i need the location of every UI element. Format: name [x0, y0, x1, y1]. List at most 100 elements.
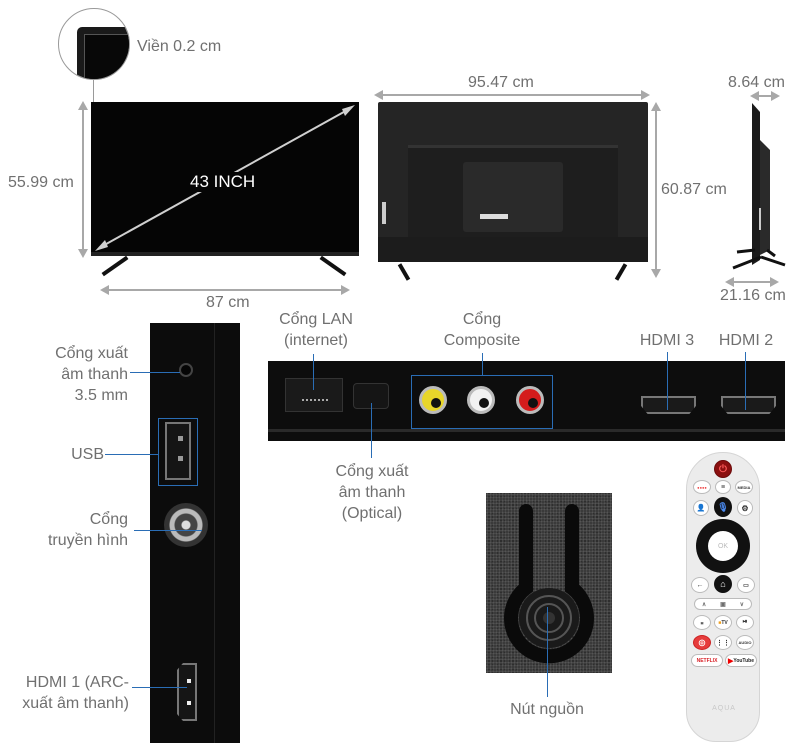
antenna-callout-line — [134, 530, 202, 531]
bezel-corner-screen — [84, 34, 129, 79]
front-width-arrow — [100, 285, 350, 295]
label-line: xuất âm thanh) — [22, 695, 129, 712]
rca-hole — [479, 398, 489, 408]
label-line: Composite — [443, 332, 521, 349]
back-side-sticker — [382, 202, 386, 224]
remote-tv-guide-button: ▤ — [693, 615, 711, 630]
remote-brand-logo: AQUA — [712, 705, 736, 712]
label-line: âm thanh — [338, 484, 406, 501]
hdmi1-label: HDMI 1 (ARC- xuất âm thanh) — [5, 672, 129, 714]
power-button-label: Nút nguồn — [510, 701, 584, 718]
remote-media-button: MEDIA — [735, 480, 753, 494]
label-line: Cổng LAN — [279, 311, 353, 328]
bezel-zoom-circle — [58, 8, 130, 80]
stand-depth-arrow — [725, 277, 779, 287]
audio-jack-callout-line — [130, 372, 180, 373]
remote-record-icon: ◎ — [693, 635, 711, 650]
front-left-leg — [101, 255, 129, 277]
remote-netflix-button: NETFLIX — [691, 654, 723, 667]
remote-power-icon: ⏻ — [714, 460, 732, 478]
side-port-panel — [150, 323, 240, 743]
remote-profile-icon: 👤 — [693, 500, 709, 516]
label-line: âm thanh — [61, 366, 128, 383]
tv-back-view — [378, 102, 648, 262]
remote-settings-icon: ⚙ — [737, 500, 753, 516]
label-line: Cổng — [89, 511, 128, 528]
tv-side-view — [732, 103, 786, 270]
guide-icon: ▣ — [720, 601, 726, 608]
lan-callout-line — [313, 354, 314, 390]
lan-pins — [302, 399, 328, 401]
hdmi3-label: HDMI 3 — [639, 332, 695, 349]
remote-dpad: OK — [696, 519, 750, 573]
composite-red-port — [516, 386, 544, 414]
hdmi-pin — [187, 701, 191, 705]
youtube-text: YouTube — [733, 657, 755, 664]
remote-channel-rocker: ∧ ▣ ∨ — [694, 598, 752, 610]
antenna-port — [164, 503, 208, 547]
remote-menu-icon: ≡ — [715, 480, 731, 494]
usb-callout-line — [105, 454, 158, 455]
back-width-arrow — [374, 90, 650, 100]
side-depth-label: 8.64 cm — [728, 74, 785, 91]
tv-logo-icon: ■ — [718, 619, 722, 626]
hdmi1-port — [177, 663, 197, 721]
power-button-photo — [486, 493, 612, 673]
hdmi2-callout-line — [745, 352, 746, 410]
label-line: (Optical) — [341, 505, 403, 522]
tv-front-view: 43 INCH — [91, 102, 359, 256]
dots-icon: ●●●● — [697, 484, 707, 490]
tv-text: TV — [721, 619, 728, 626]
back-bottom-section — [378, 237, 648, 262]
antenna-label: Cổng truyền hình — [30, 509, 128, 551]
usb-port — [165, 422, 191, 480]
up-icon: ∧ — [701, 601, 707, 608]
stand-depth-label: 21.16 cm — [720, 287, 786, 304]
bezel-label: Viền 0.2 cm — [137, 38, 222, 55]
remote-play-pause-icon: ⏯ — [736, 615, 754, 630]
back-left-leg — [397, 263, 411, 281]
remote-assistant-button: ●●●● — [693, 480, 711, 494]
hdmi1-callout-line — [132, 687, 187, 688]
usb-pin — [178, 456, 183, 461]
lan-port — [285, 378, 343, 412]
composite-label: Cổng Composite — [426, 309, 538, 351]
bottom-port-panel — [268, 361, 785, 441]
panel-edge — [214, 323, 215, 743]
label-line: Cổng xuất — [335, 463, 409, 480]
hdmi3-callout-line — [667, 352, 668, 410]
bezel-connector-line — [93, 80, 94, 102]
back-sticker — [480, 214, 508, 219]
usb-highlight-box — [158, 418, 198, 486]
back-height-arrow — [651, 102, 661, 278]
back-right-leg — [614, 263, 628, 281]
youtube-icon: ▶ — [727, 657, 734, 665]
rca-hole — [528, 398, 538, 408]
remote-mic-icon: 🎙 — [714, 497, 732, 517]
hdmi2-port — [721, 396, 776, 414]
label-line: HDMI 1 (ARC- — [25, 674, 129, 691]
label-line: truyền hình — [47, 532, 128, 549]
down-icon: ∨ — [739, 601, 745, 608]
back-mount-plate — [463, 162, 563, 232]
remote-youtube-button: ▶YouTube — [725, 654, 757, 667]
composite-callout-line — [482, 353, 483, 375]
front-height-label: 55.99 cm — [8, 174, 74, 191]
front-height-arrow — [78, 101, 88, 258]
rca-hole — [431, 398, 441, 408]
label-line: (internet) — [283, 332, 349, 349]
usb-pin — [178, 436, 183, 441]
remote-home-icon: ⌂ — [714, 575, 732, 593]
power-callout-line — [547, 607, 548, 697]
label-line: Cổng xuất — [55, 345, 128, 362]
front-width-label: 87 cm — [206, 294, 250, 311]
remote-tv-button: ■TV — [714, 615, 732, 630]
optical-callout-line — [371, 403, 372, 458]
hdmi-pin — [187, 679, 191, 683]
remote-audio-button: AUDIO — [736, 635, 754, 650]
usb-label: USB — [71, 446, 104, 463]
remote-apps-icon: ⋮⋮ — [714, 635, 732, 650]
remote-control: ⏻ ●●●● ≡ MEDIA 👤 🎙 ⚙ OK ← ⌂ ▭ ∧▣∨ ▤ ■TV … — [686, 452, 760, 742]
remote-ok-button: OK — [708, 531, 738, 561]
hdmi2-label: HDMI 2 — [718, 332, 774, 349]
